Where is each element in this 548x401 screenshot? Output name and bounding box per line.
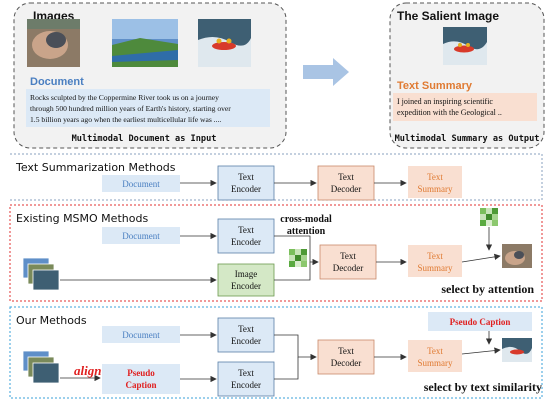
s3-text-encoder-box-2 xyxy=(217,361,275,397)
s3-text-decoder-line2: Decoder xyxy=(331,358,361,368)
s3-text-summary-line1: Text xyxy=(427,346,443,356)
s1-text-summary-line1: Text xyxy=(427,172,443,182)
salient-image-title: The Salient Image xyxy=(397,9,499,23)
salient-image xyxy=(443,27,487,65)
s3-arrow-sum-to-img xyxy=(461,347,501,355)
align-label: align xyxy=(74,363,101,378)
s3-document-label: Document xyxy=(122,330,160,340)
output-caption: Multimodal Summary as Output xyxy=(395,133,540,144)
input-caption: Multimodal Document as Input xyxy=(72,133,217,144)
text-summary-label: Text Summary xyxy=(397,80,473,92)
section2-title: Existing MSMO Methods xyxy=(16,212,148,225)
s2-document-box xyxy=(102,227,180,244)
section3-frame xyxy=(9,306,543,399)
output-panel xyxy=(389,2,545,149)
summary-line-1: I joined an inspiring scientific xyxy=(397,97,493,106)
section1-title: Text Summarization Methods xyxy=(15,161,176,174)
document-line-2: through 500 hundred million years of Ear… xyxy=(30,104,231,113)
s3-pseudo-caption-top: Pseudo Caption xyxy=(450,317,511,327)
s3-output-image xyxy=(502,338,532,362)
s2-image-stack xyxy=(22,257,60,291)
s2-image-encoder-line1: Image xyxy=(235,269,258,279)
document-line-1: Rocks sculpted by the Coppermine River t… xyxy=(30,93,219,102)
s3-pseudo-caption-top-box xyxy=(428,312,532,331)
document-label: Document xyxy=(30,76,84,88)
section3-title: Our Methods xyxy=(16,314,87,327)
s2-text-decoder-line2: Decoder xyxy=(333,263,363,273)
cross-modal-label-line2: attention xyxy=(287,226,326,237)
input-to-output-arrow xyxy=(303,58,349,86)
s3-document-box xyxy=(102,326,180,343)
attention-matrix xyxy=(289,249,307,267)
s2-select-caption: select by attention xyxy=(441,282,534,296)
s2-document-label: Document xyxy=(122,231,160,241)
s3-select-caption: select by text similarity xyxy=(424,380,542,394)
s2-text-summary-box xyxy=(408,245,462,277)
s2-text-decoder-line1: Text xyxy=(340,251,356,261)
document-text-box xyxy=(26,89,270,127)
s2-arrow-textenc-to-dec xyxy=(274,235,319,266)
s1-text-summary-line2: Summary xyxy=(418,184,453,194)
s1-text-decoder-line1: Text xyxy=(338,172,354,182)
s2-arrow-imgenc-to-dec xyxy=(274,262,311,281)
s1-text-decoder-line2: Decoder xyxy=(331,184,361,194)
s3-pseudo-caption-box xyxy=(102,364,180,394)
s2-text-encoder-line2: Encoder xyxy=(231,237,261,247)
summary-text-box xyxy=(393,93,537,121)
s2-text-summary-line2: Summary xyxy=(418,263,453,273)
s3-pseudo-caption-line1: Pseudo xyxy=(127,368,155,378)
s2-text-decoder-box xyxy=(319,244,377,280)
s1-text-encoder-line2: Encoder xyxy=(231,184,261,194)
s1-text-summary-box xyxy=(408,166,462,198)
section2-frame xyxy=(9,204,543,302)
s2-image-encoder-line2: Encoder xyxy=(231,281,261,291)
input-image-hand xyxy=(27,19,80,67)
s3-text-decoder-box xyxy=(317,339,375,375)
s3-text-encoder-2-line1: Text xyxy=(238,368,254,378)
s3-image-stack xyxy=(22,350,60,384)
s3-text-decoder-line1: Text xyxy=(338,346,354,356)
s2-arrow-sum-to-img xyxy=(461,253,501,263)
s3-text-encoder-1-line2: Encoder xyxy=(231,336,261,346)
s3-text-summary-line2: Summary xyxy=(418,358,453,368)
cross-modal-label-line1: cross-modal xyxy=(280,214,332,225)
attention-matrix-small xyxy=(480,208,498,226)
s1-text-decoder-box xyxy=(317,165,375,201)
s3-text-summary-box xyxy=(408,340,462,372)
s2-output-image xyxy=(502,244,532,268)
s2-text-encoder-box xyxy=(217,218,275,254)
s3-text-encoder-2-line2: Encoder xyxy=(231,380,261,390)
s2-text-encoder-line1: Text xyxy=(238,225,254,235)
document-line-3: 1.5 billion years ago when the earliest … xyxy=(30,115,221,124)
s2-text-summary-line1: Text xyxy=(427,251,443,261)
s1-text-encoder-line1: Text xyxy=(238,172,254,182)
input-image-rafting xyxy=(198,19,251,67)
s1-document-box xyxy=(102,175,180,192)
input-image-landscape xyxy=(112,19,178,67)
summary-line-2: expedition with the Geological .. xyxy=(397,108,502,117)
s3-text-encoder-1-line1: Text xyxy=(238,324,254,334)
s3-arrow-enc1-to-dec xyxy=(274,334,317,361)
s1-document-label: Document xyxy=(122,179,160,189)
s3-pseudo-caption-line2: Caption xyxy=(125,380,156,390)
s3-arrow-enc2-to-dec xyxy=(274,357,299,380)
